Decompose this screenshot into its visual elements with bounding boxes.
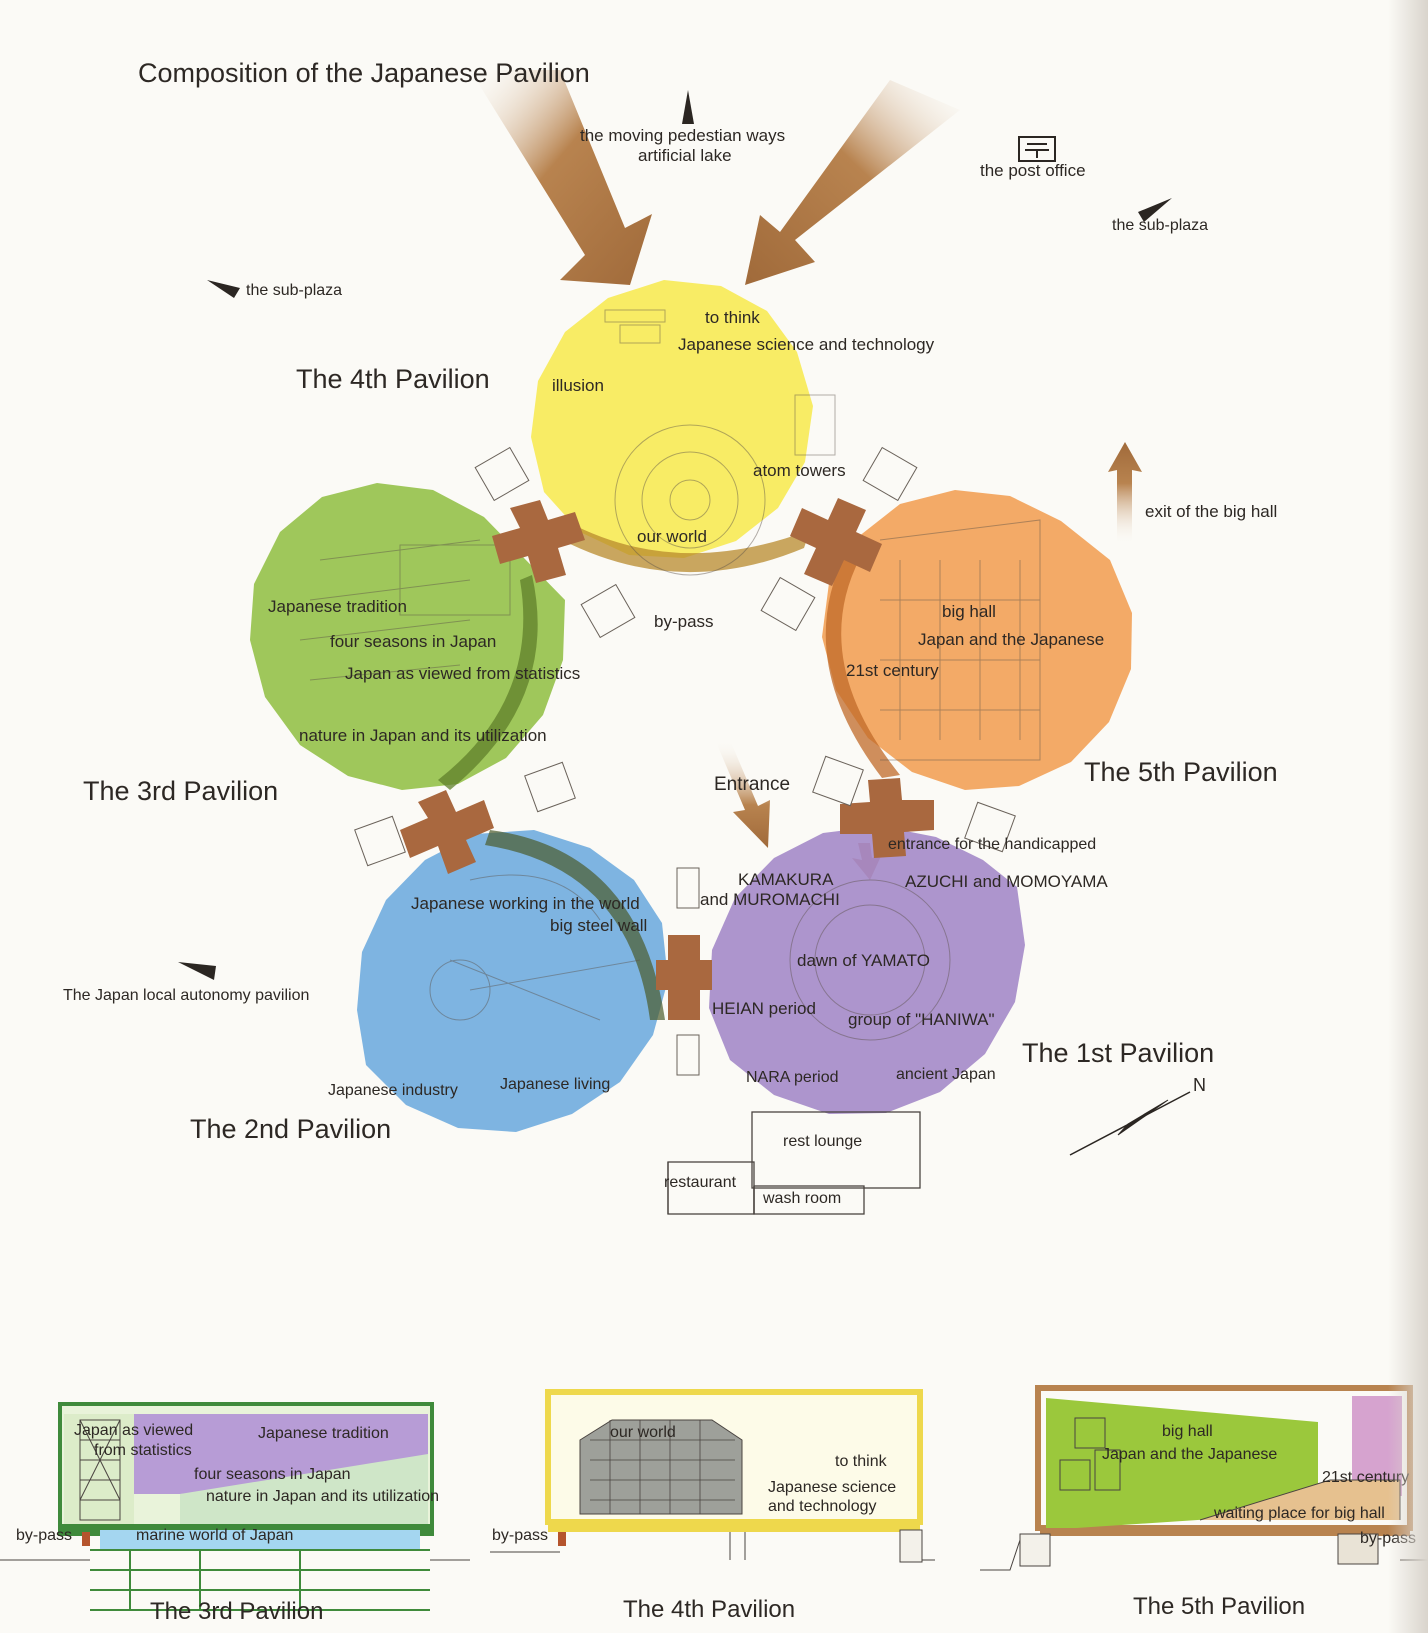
- p1-label-ancient-japan: ancient Japan: [896, 1066, 996, 1083]
- p1-label-azuchi: AZUCHI and MOMOYAMA: [905, 872, 1108, 891]
- sub-plaza-left-label: the sub-plaza: [246, 282, 343, 299]
- s5-label-waiting-place: waiting place for big hall: [1214, 1505, 1385, 1522]
- exit-arrow: [1108, 442, 1142, 545]
- service-buildings: [667, 1111, 921, 1215]
- interior-floor-plans: [299, 309, 1041, 1041]
- pavilion-1-circle: [709, 826, 1025, 1114]
- exit-label: exit of the big hall: [1145, 502, 1278, 521]
- sub-plaza-marker-left: [207, 280, 240, 298]
- s3-label-tradition: Japanese tradition: [258, 1425, 389, 1442]
- p1-label-muromachi: and MUROMACHI: [700, 890, 840, 909]
- s5-label-21st-century: 21st century: [1322, 1469, 1410, 1486]
- connector-3-4: [492, 500, 585, 583]
- s4-label-to-think: to think: [835, 1453, 887, 1470]
- p3-label-tradition: Japanese tradition: [268, 597, 407, 616]
- pavilion-3-inner-wall: [438, 575, 538, 790]
- section-3-drawing: [0, 1402, 470, 1611]
- north-arrow-icon: [1069, 1091, 1191, 1156]
- p3-label-four-seasons: four seasons in Japan: [330, 632, 497, 651]
- pavilion-3-circle: [250, 483, 565, 790]
- wash-room-label: wash room: [763, 1190, 842, 1207]
- connector-1-2: [656, 935, 712, 1020]
- post-office-icon: [1018, 136, 1056, 162]
- walkway-label: the moving pedestian ways: [580, 126, 786, 145]
- pavilion-5-inner-wall: [825, 552, 900, 778]
- section-5-drawing: [980, 1385, 1428, 1571]
- connector-4-5: [790, 498, 882, 586]
- s3-label-from-statistics: from statistics: [94, 1442, 192, 1459]
- autonomy-marker: [178, 962, 216, 980]
- pavilion-1-name: The 1st Pavilion: [1022, 1038, 1215, 1068]
- s4-label-bypass: by-pass: [492, 1527, 549, 1544]
- pavilion-2-circle: [357, 830, 668, 1132]
- p4-label-our-world: our world: [637, 527, 707, 546]
- pavilion-4-inner-wall: [562, 522, 810, 573]
- p4-label-science: Japanese science and technology: [678, 335, 935, 354]
- p1-label-nara: NARA period: [746, 1069, 839, 1086]
- page-title: Composition of the Japanese Pavilion: [138, 58, 590, 88]
- s5-label-big-hall: big hall: [1162, 1423, 1213, 1440]
- s4-label-our-world: our world: [610, 1424, 676, 1441]
- section-3-caption: The 3rd Pavilion: [150, 1598, 324, 1625]
- s4-label-technology: and technology: [768, 1498, 877, 1515]
- p1-label-yamato: dawn of YAMATO: [797, 951, 930, 970]
- autonomy-pavilion-label: The Japan local autonomy pavilion: [63, 987, 310, 1004]
- p4-label-illusion: illusion: [552, 376, 604, 395]
- pavilion-4-circle: [531, 280, 813, 558]
- p4-label-atom-towers: atom towers: [753, 461, 846, 480]
- p1-label-heian: HEIAN period: [712, 999, 816, 1018]
- p2-label-steel-wall: big steel wall: [550, 916, 648, 935]
- sub-plaza-right-label: the sub-plaza: [1112, 217, 1209, 234]
- connector-2-3: [400, 790, 494, 874]
- s3-label-four-seasons: four seasons in Japan: [194, 1466, 351, 1483]
- p5-label-japan-japanese: Japan and the Japanese: [918, 630, 1105, 649]
- section-4-drawing: [490, 1389, 935, 1563]
- stair-blocks: [354, 446, 1016, 1076]
- pavilion-4-name: The 4th Pavilion: [296, 364, 490, 394]
- p2-label-working: Japanese working in the world: [411, 894, 640, 913]
- pavilion-5-name: The 5th Pavilion: [1084, 757, 1278, 787]
- bypass-label: by-pass: [654, 612, 714, 631]
- handicapped-entrance-label: entrance for the handicapped: [888, 836, 1097, 853]
- pavilion-2-name: The 2nd Pavilion: [190, 1114, 392, 1144]
- restaurant-label: restaurant: [664, 1174, 737, 1191]
- p2-label-industry: Japanese industry: [328, 1082, 458, 1099]
- north-marker-top: [682, 90, 694, 124]
- p5-label-21st-century: 21st century: [846, 661, 939, 680]
- sub-plaza-marker-right: [1138, 198, 1172, 222]
- entrance-arrow: [716, 740, 770, 848]
- s3-label-bypass: by-pass: [16, 1527, 73, 1544]
- pavilion-2-inner-wall: [485, 830, 665, 1020]
- p3-label-nature: nature in Japan and its utilization: [299, 726, 547, 745]
- page-edge-shadow: [1388, 0, 1428, 1633]
- connector-1-5: [840, 778, 934, 858]
- approach-arrow-right: [745, 80, 960, 285]
- s5-label-japan-japanese: Japan and the Japanese: [1102, 1446, 1278, 1463]
- post-office-label: the post office: [980, 161, 1086, 180]
- p3-label-statistics: Japan as viewed from statistics: [345, 664, 581, 683]
- north-label: N: [1193, 1075, 1206, 1095]
- p4-label-to-think: to think: [705, 308, 760, 327]
- rest-lounge-label: rest lounge: [783, 1133, 863, 1150]
- s3-label-nature: nature in Japan and its utilization: [206, 1488, 440, 1505]
- entrance-label: Entrance: [714, 774, 791, 795]
- pavilion-5-circle: [822, 490, 1132, 790]
- pavilion-3-name: The 3rd Pavilion: [83, 776, 279, 806]
- s3-label-japan-viewed: Japan as viewed: [74, 1422, 194, 1439]
- s3-label-marine-world: marine world of Japan: [136, 1527, 294, 1544]
- s4-label-science: Japanese science: [768, 1479, 897, 1496]
- lake-label: artificial lake: [638, 146, 732, 165]
- section-5-caption: The 5th Pavilion: [1133, 1593, 1306, 1620]
- p1-label-kamakura: KAMAKURA: [738, 870, 834, 889]
- connectors: [400, 498, 934, 1020]
- p5-label-big-hall: big hall: [942, 602, 996, 621]
- p2-label-living: Japanese living: [500, 1076, 611, 1093]
- p1-label-haniwa: group of "HANIWA": [848, 1010, 995, 1029]
- approach-arrow-left: [470, 70, 652, 285]
- section-4-caption: The 4th Pavilion: [623, 1596, 796, 1623]
